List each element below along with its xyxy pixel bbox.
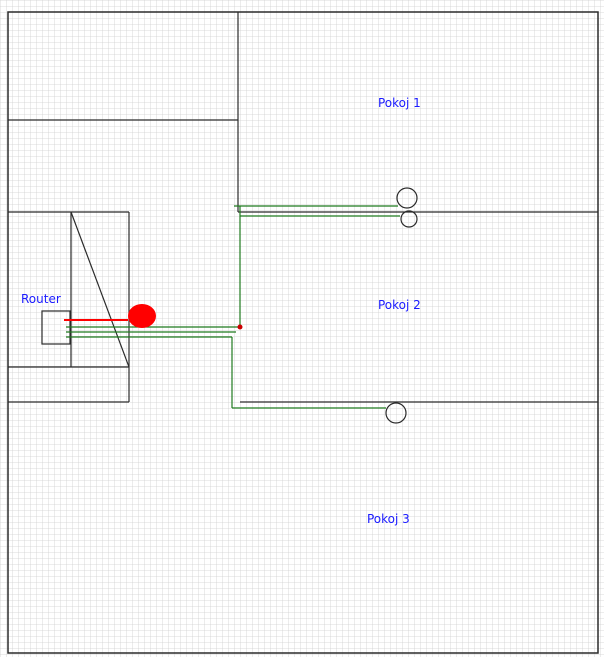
junction-dot [237, 324, 243, 330]
label-router: Router [21, 292, 61, 306]
outlet-room1-lower [400, 210, 418, 228]
outlet-room1-upper [396, 187, 418, 209]
label-room2: Pokoj 2 [378, 298, 421, 312]
label-room3: Pokoj 3 [367, 512, 410, 526]
outer-wall [7, 11, 599, 654]
outlet-room3 [385, 402, 407, 424]
label-room1: Pokoj 1 [378, 96, 421, 110]
interior-walls [8, 12, 598, 403]
red-blob [128, 304, 156, 328]
network-cables [66, 205, 400, 409]
